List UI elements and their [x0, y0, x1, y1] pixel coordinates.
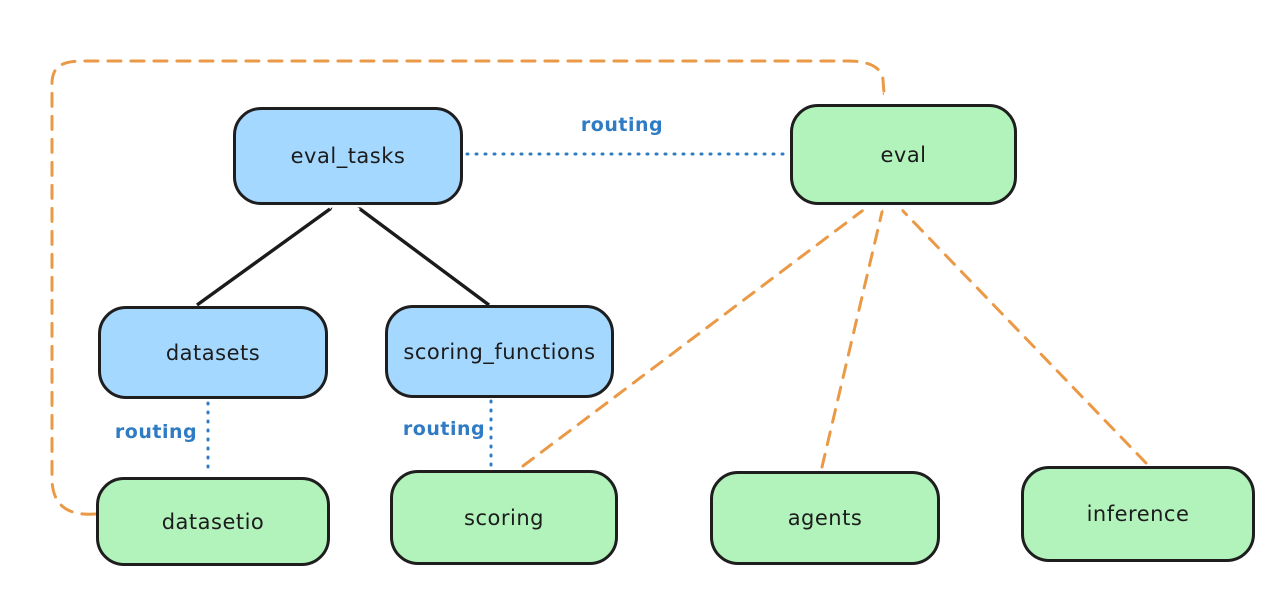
node-agents: agents — [710, 471, 940, 565]
edge-label-routing-datasets: routing — [114, 421, 198, 443]
node-datasets-label: datasets — [165, 340, 261, 365]
node-scoring-functions-label: scoring_functions — [403, 339, 596, 364]
edge-datasets-to-eval-tasks — [196, 209, 330, 307]
node-eval-tasks-label: eval_tasks — [290, 144, 406, 168]
edge-inference-to-eval — [903, 211, 1148, 465]
node-eval: eval — [790, 104, 1017, 205]
edge-scoring-functions-to-eval-tasks — [360, 209, 491, 307]
node-inference-label: inference — [1086, 502, 1190, 526]
node-inference: inference — [1021, 466, 1255, 562]
node-datasets: datasets — [98, 306, 328, 399]
node-scoring: scoring — [390, 470, 618, 565]
node-datasetio-label: datasetio — [161, 509, 265, 534]
node-scoring-functions: scoring_functions — [385, 305, 614, 398]
node-agents-label: agents — [787, 506, 863, 530]
edge-label-routing-top: routing — [580, 114, 664, 136]
node-eval-tasks: eval_tasks — [233, 107, 463, 205]
node-eval-label: eval — [880, 142, 927, 167]
edge-datasetio-to-eval — [50, 59, 884, 516]
node-scoring-label: scoring — [464, 505, 544, 530]
edge-label-routing-scoring: routing — [402, 418, 486, 440]
edge-scoring-to-eval — [521, 211, 862, 468]
node-datasetio: datasetio — [96, 477, 330, 566]
edge-agents-to-eval — [820, 212, 882, 469]
